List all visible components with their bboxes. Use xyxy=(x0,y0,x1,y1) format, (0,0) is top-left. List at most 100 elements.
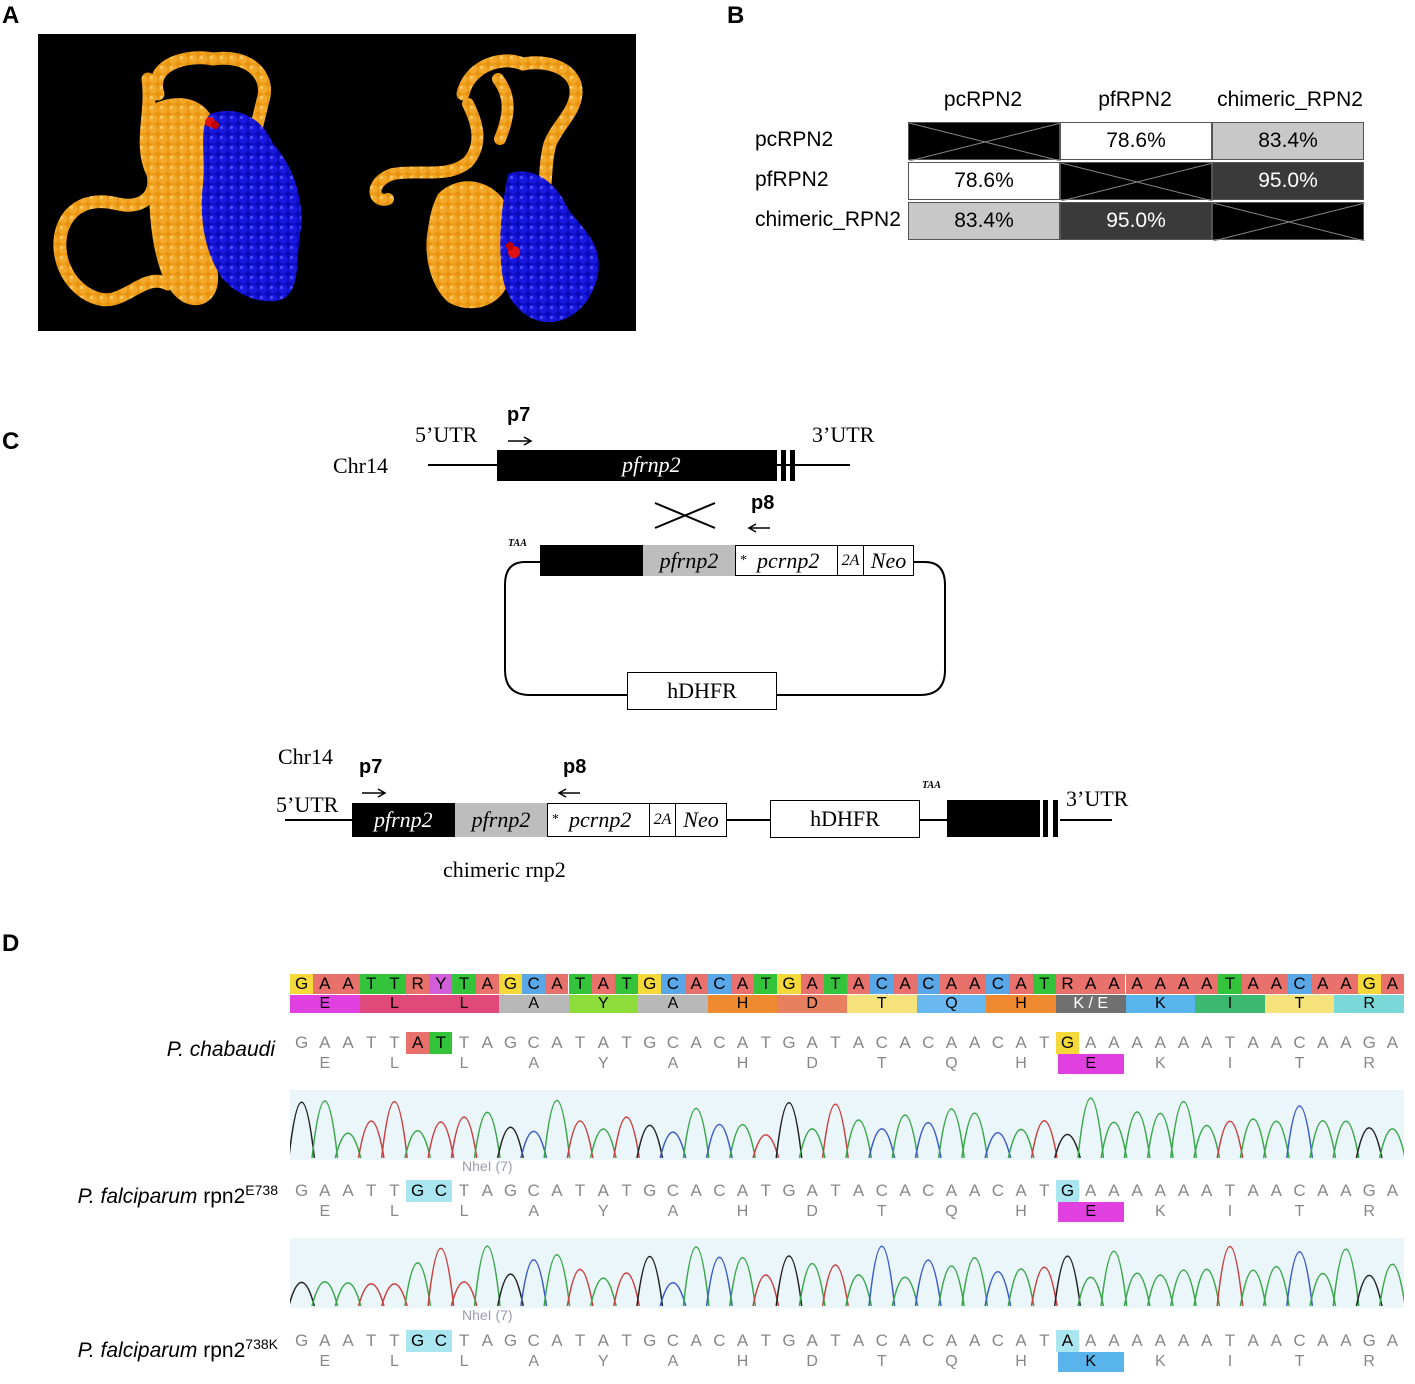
nucleotide: A xyxy=(1079,974,1103,994)
species-label-pf-e738: P. falciparum rpn2E738 xyxy=(20,1182,278,1209)
nucleotide: A xyxy=(1264,974,1288,994)
chromatogram-peak xyxy=(566,1268,594,1307)
nucleotide: A xyxy=(899,1033,911,1052)
amino-acid: K / E xyxy=(1055,995,1126,1013)
nucleotide: A xyxy=(690,1331,702,1350)
nucleotide: A xyxy=(319,1033,331,1052)
chromatogram-trace xyxy=(288,1097,1406,1159)
chromatogram-peak xyxy=(1146,1274,1174,1307)
nucleotide: A xyxy=(968,1331,981,1350)
nucleotide: A xyxy=(1102,974,1126,994)
nucleotide: C xyxy=(875,1033,888,1052)
chromatogram-peak xyxy=(334,1132,362,1159)
nucleotide: T xyxy=(760,1331,771,1350)
nucleotide: A xyxy=(1108,1181,1120,1200)
nucleotide: A xyxy=(1201,1331,1213,1350)
amino-acid: T xyxy=(847,995,917,1013)
nucleotide: A xyxy=(545,974,569,994)
nucleotide: A xyxy=(1201,1181,1213,1200)
amino-acid: H xyxy=(986,995,1056,1013)
nucleotide: A xyxy=(1131,1331,1143,1350)
matrix-cell-diagonal xyxy=(1212,202,1365,241)
amino-acid: E xyxy=(319,1055,331,1072)
amino-acid: A xyxy=(667,1055,679,1072)
chromatogram-peak xyxy=(1170,1100,1198,1159)
nucleotide: T xyxy=(458,1331,470,1350)
amino-acid: R xyxy=(1363,1203,1375,1220)
nucleotide: A xyxy=(1015,1331,1027,1350)
nucleotide: G xyxy=(503,1331,518,1350)
nucleotide: A xyxy=(406,1032,430,1054)
nucleotide: C xyxy=(875,1331,888,1350)
primer-p7-bottom: p7 xyxy=(359,756,383,778)
nucleotide: G xyxy=(643,1331,657,1350)
nucleotide: A xyxy=(945,1331,958,1350)
nucleotide: A xyxy=(945,1181,958,1200)
chromatogram-trace xyxy=(288,1245,1406,1307)
nucleotide: Y xyxy=(429,974,453,994)
nucleotide: A xyxy=(551,1331,563,1350)
plasmid-2a: 2A xyxy=(837,545,864,576)
nucleotide: C xyxy=(661,974,685,994)
nucleotide: A xyxy=(1201,1033,1213,1052)
amino-acid: T xyxy=(1264,995,1335,1013)
nucleotide: A xyxy=(319,1331,331,1350)
chromatogram-peak xyxy=(311,1281,339,1307)
chromatogram-peak xyxy=(1332,1248,1360,1307)
allele-superscript: E738 xyxy=(245,1182,278,1198)
nucleotide: T xyxy=(1218,974,1242,994)
nucleotide: T xyxy=(760,1181,771,1200)
nucleotide: A xyxy=(736,1331,749,1350)
nucleotide: T xyxy=(614,974,639,994)
amino-acid: T xyxy=(1294,1353,1305,1370)
chr14-label: Chr14 xyxy=(333,453,388,478)
nucleotide: A xyxy=(1195,974,1219,994)
nucleotide: T xyxy=(1039,1331,1050,1350)
plasmid-hdhfr: hDHFR xyxy=(627,672,777,710)
chromatogram-peak xyxy=(984,1271,1012,1307)
nucleotide: G xyxy=(1362,1331,1376,1350)
chromatogram-peak xyxy=(589,1277,617,1307)
amino-acid: Q xyxy=(945,1203,958,1220)
nucleotide: G xyxy=(294,1331,309,1350)
chimeric-pcrnp2: pcrnp2 xyxy=(569,807,632,832)
nucleotide: A xyxy=(1340,1181,1352,1200)
nucleotide: A xyxy=(1085,1033,1097,1052)
chromatogram-peak xyxy=(775,1101,803,1159)
nucleotide: A xyxy=(1131,1181,1143,1200)
chromatogram-peak xyxy=(775,1255,803,1307)
allele-superscript: 738K xyxy=(245,1336,278,1352)
nucleotide: C xyxy=(1293,1331,1306,1350)
nucleotide: T xyxy=(1039,1033,1050,1052)
nucleotide: C xyxy=(666,1181,680,1200)
nucleotide: A xyxy=(736,1033,749,1052)
nucleotide: G xyxy=(406,1180,430,1202)
nucleotide: A xyxy=(684,974,708,994)
nucleotide: T xyxy=(389,1033,400,1052)
chromatogram-peak xyxy=(868,1245,896,1307)
nucleotide: A xyxy=(1311,974,1335,994)
nucleotide: C xyxy=(527,1181,540,1200)
nucleotide: A xyxy=(1247,1033,1259,1052)
nucleotide: T xyxy=(830,1033,841,1052)
nucleotide: C xyxy=(922,1033,935,1052)
nucleotide: A xyxy=(597,1033,609,1052)
nucleotide: C xyxy=(986,974,1010,994)
nucleotide: G xyxy=(498,974,523,994)
pfrnp2-gene-label: pfrnp2 xyxy=(622,452,681,477)
nucleotide: C xyxy=(713,1331,726,1350)
panel-label-b: B xyxy=(727,2,745,29)
nucleotide: A xyxy=(945,1033,958,1052)
chromatogram-peak xyxy=(1100,1121,1128,1159)
amino-acid: R xyxy=(1363,1055,1375,1072)
chimeric-pcrnp2-box: * pcrnp2 xyxy=(547,803,650,837)
nucleotide: C xyxy=(666,1033,680,1052)
nucleotide: A xyxy=(1009,974,1033,994)
nucleotide: A xyxy=(481,1033,493,1052)
amino-acid: Y xyxy=(597,1055,609,1072)
nucleotide: T xyxy=(574,1033,586,1052)
chromatogram-peak xyxy=(961,1257,989,1307)
